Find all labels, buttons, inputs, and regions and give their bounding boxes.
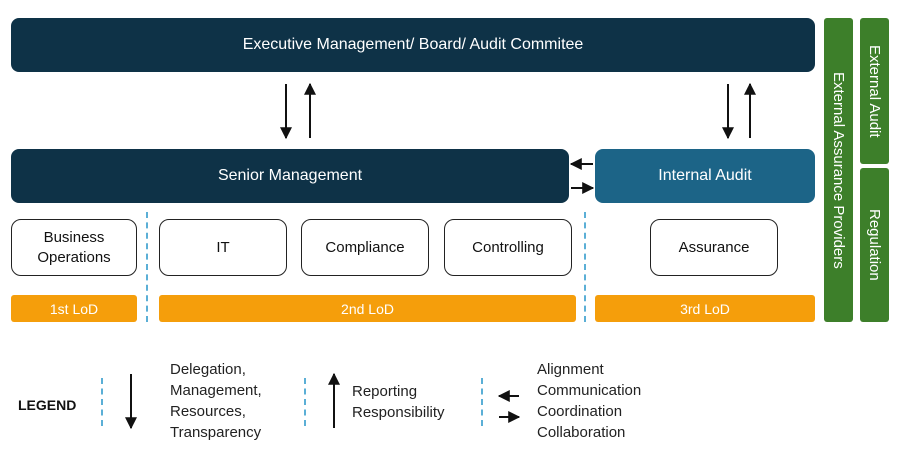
second-lod-label: 2nd LoD — [341, 300, 394, 317]
regulation-label: Regulation — [866, 209, 883, 281]
internal-audit-box: Internal Audit — [595, 149, 815, 203]
it-label: IT — [216, 238, 230, 256]
external-assurance-providers-label: External Assurance Providers — [830, 71, 847, 269]
external-assurance-providers-bar: External Assurance Providers — [824, 18, 853, 322]
legend-separator-3 — [481, 378, 483, 426]
compliance-box: Compliance — [301, 219, 429, 276]
first-lod-bar: 1st LoD — [11, 295, 137, 322]
legend-reporting-text: Reporting Responsibility — [352, 383, 445, 421]
legend-alignment-text: Alignment Communication Coordination Col… — [537, 361, 642, 441]
business-operations-box: Business Operations — [11, 219, 137, 276]
senior-management-label: Senior Management — [217, 167, 363, 184]
controlling-box: Controlling — [444, 219, 572, 276]
it-box: IT — [159, 219, 287, 276]
compliance-label: Compliance — [325, 238, 405, 256]
senior-management-box: Senior Management — [11, 149, 569, 203]
regulation-bar: Regulation — [860, 168, 889, 322]
controlling-label: Controlling — [472, 238, 544, 256]
lod-separator-1 — [146, 212, 148, 322]
third-lod-bar: 3rd LoD — [595, 295, 815, 322]
first-lod-label: 1st LoD — [49, 300, 99, 317]
legend-title: LEGEND — [18, 397, 77, 413]
second-lod-bar: 2nd LoD — [159, 295, 576, 322]
lod-separator-2 — [584, 212, 586, 322]
external-audit-bar: External Audit — [860, 18, 889, 164]
legend-delegation-text: Delegation, Management, Resources, Trans… — [170, 361, 262, 441]
legend-separator-1 — [101, 378, 103, 426]
business-operations-label: Business Operations — [37, 228, 111, 266]
internal-audit-label: Internal Audit — [658, 167, 752, 184]
assurance-box: Assurance — [650, 219, 778, 276]
legend-separator-2 — [304, 378, 306, 426]
executive-management-label: Executive Management/ Board/ Audit Commi… — [242, 36, 584, 53]
external-audit-label: External Audit — [866, 44, 883, 138]
executive-management-box: Executive Management/ Board/ Audit Commi… — [11, 18, 815, 72]
assurance-label: Assurance — [678, 238, 750, 256]
third-lod-label: 3rd LoD — [680, 300, 730, 317]
